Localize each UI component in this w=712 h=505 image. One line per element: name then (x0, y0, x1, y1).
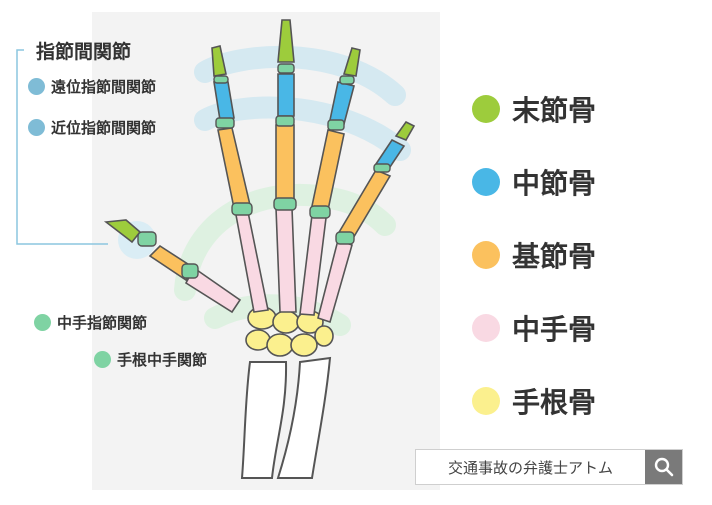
search-button[interactable] (645, 450, 682, 484)
joint-label-text: 中手指節関節 (57, 314, 148, 332)
joint-label-dip: 遠位指節間関節 (28, 76, 156, 97)
legend-label: 中手骨 (512, 312, 597, 346)
site-search-box[interactable]: 交通事故の弁護士アトム (415, 449, 683, 485)
joint-caps (137, 63, 391, 279)
legend-label: 中節骨 (512, 166, 597, 200)
metacarpal-bones (184, 207, 353, 324)
legend-item-middle: 中節骨 (472, 145, 596, 218)
pip-dot (28, 119, 45, 136)
joint-label-text: 近位指節間関節 (51, 119, 157, 137)
legend-dot (472, 94, 500, 123)
page-title: 指節間関節 (36, 41, 132, 63)
joint-label-cmc: 手根中手関節 (94, 349, 207, 370)
mcp-dot (34, 314, 51, 331)
bone-legend: 末節骨 中節骨 基節骨 中手骨 手根骨 (472, 72, 596, 437)
search-text[interactable]: 交通事故の弁護士アトム (447, 458, 613, 477)
legend-label: 手根骨 (512, 385, 597, 419)
legend-dot (472, 386, 500, 415)
joint-label-pip: 近位指節間関節 (28, 117, 156, 138)
cmc-dot (94, 351, 111, 368)
joint-label-mcp: 中手指節関節 (34, 312, 147, 333)
middle-phalanges (213, 73, 406, 172)
joint-label-text: 遠位指節間関節 (51, 78, 157, 96)
legend-dot (472, 167, 500, 196)
legend-item-distal: 末節骨 (472, 72, 596, 145)
legend-dot (472, 313, 500, 342)
forearm-bones (240, 356, 332, 479)
bracket-line (16, 49, 108, 245)
search-icon (654, 457, 673, 477)
legend-label: 末節骨 (512, 93, 597, 127)
legend-label: 基節骨 (512, 239, 597, 273)
distal-phalanges (103, 19, 416, 244)
joint-label-text: 手根中手関節 (117, 351, 208, 369)
legend-item-proximal: 基節骨 (472, 218, 596, 291)
legend-dot (472, 240, 500, 269)
dip-dot (28, 78, 45, 95)
legend-item-metacarpal: 中手骨 (472, 291, 596, 364)
legend-item-carpal: 手根骨 (472, 364, 596, 437)
